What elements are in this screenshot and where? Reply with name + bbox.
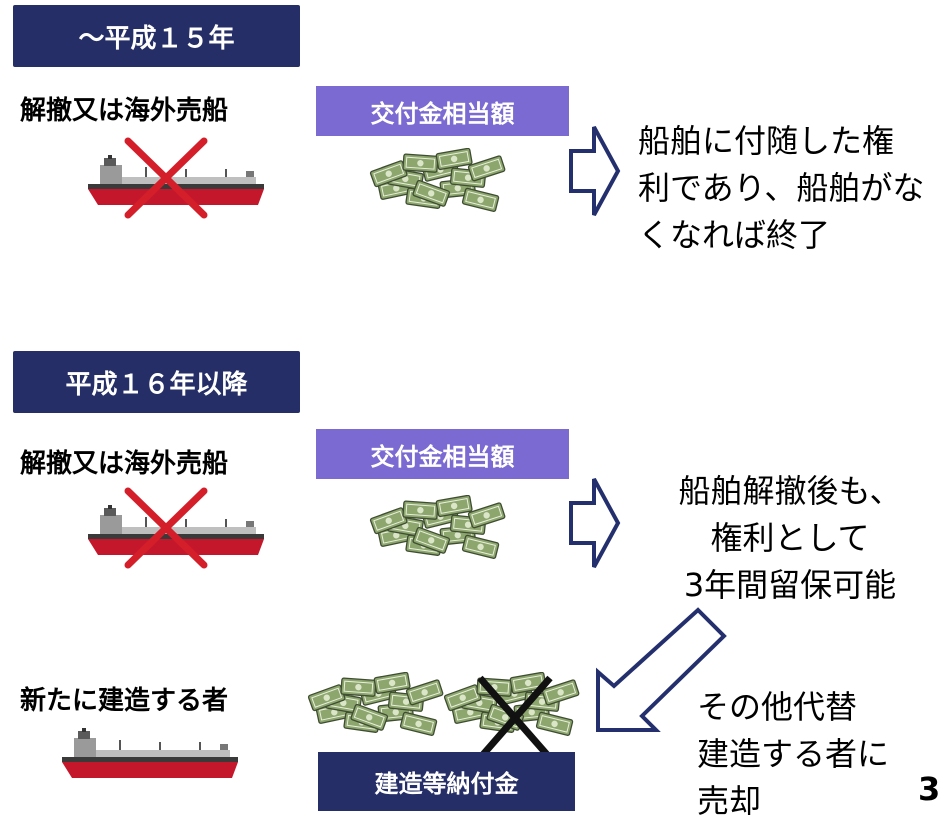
construction-payment-label: 建造等納付金 [374,770,519,798]
description-line: 建造する者に [697,735,890,773]
ship-scrapped-icon [86,135,268,221]
description-line: 3年間留保可能 [683,566,897,604]
right-arrow-icon [566,123,622,219]
new-builder-label: 新たに建造する者 [20,686,229,716]
description-line: 売却 [697,782,762,820]
grant-equivalent-label: 交付金相当額 [370,442,515,471]
description-line: その他代替 [697,688,858,726]
expiry-description: 船舶に付随した権 利であり、船舶がな くなれば終了 [638,118,924,259]
era-badge-from-h16: 平成１６年以降 [13,351,300,413]
scrapping-label: 解撤又は海外売船 [20,449,229,479]
grant-equivalent-box: 交付金相当額 [316,429,569,479]
ship-scrapped-icon [86,485,268,571]
era-badge-label: ～平成１５年 [78,23,235,54]
diagonal-arrow-icon [590,604,730,734]
era-badge-until-h15: ～平成１５年 [13,5,300,67]
description-line: 権利として [710,519,870,557]
cross-mark-icon [124,487,208,569]
cross-mark-icon [477,675,553,761]
description-line: くなれば終了 [638,216,831,254]
money-pile-icon [306,672,456,746]
scrapping-label: 解撤又は海外売船 [20,96,229,126]
money-pile-icon [368,495,518,569]
new-ship-icon [56,722,246,784]
description-line: 船舶解撤後も、 [678,472,902,510]
construction-payment-box: 建造等納付金 [318,752,575,811]
money-pile-crossed-icon [442,672,592,762]
right-arrow-icon [566,475,622,571]
money-pile-icon [368,148,518,222]
page-number: 3 [918,770,941,808]
sale-description: その他代替 建造する者に 売却 [697,684,889,825]
era-badge-label: 平成１６年以降 [65,369,248,400]
cross-mark-icon [124,137,208,219]
retention-description: 船舶解撤後も、 権利として 3年間留保可能 [640,468,940,609]
description-line: 利であり、船舶がな [638,169,925,207]
grant-equivalent-box: 交付金相当額 [316,86,569,136]
description-line: 船舶に付随した権 [638,122,895,160]
grant-equivalent-label: 交付金相当額 [370,99,515,128]
